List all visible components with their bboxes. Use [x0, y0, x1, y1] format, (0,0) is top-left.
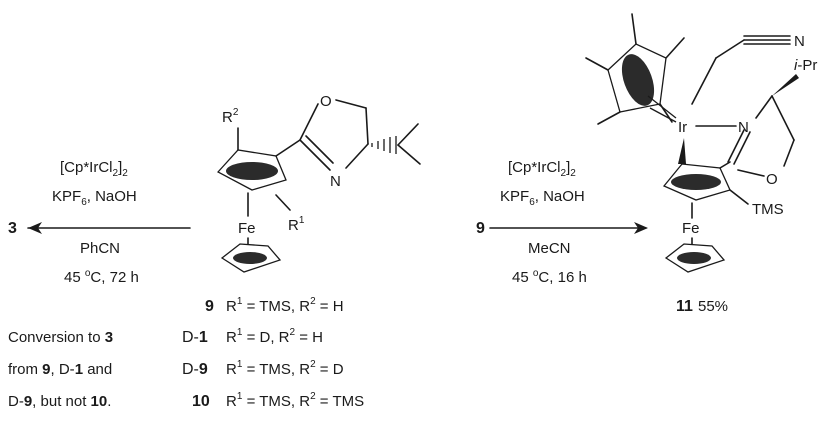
variant-row: 10 R1 = TMS, R2 = TMS	[192, 391, 364, 410]
substrate-variants: 9 R1 = TMS, R2 = H D-1 R1 = D, R2 = H D-…	[182, 296, 364, 410]
product-o-label: O	[766, 171, 778, 188]
ipr-label: i-Pr	[794, 57, 817, 74]
variant-row: D-9 R1 = TMS, R2 = D	[182, 359, 344, 378]
product-yield-label: 55%	[698, 298, 728, 315]
variant-id: D-9	[182, 361, 208, 378]
hashed-wedge	[371, 136, 397, 154]
variant-id: 10	[192, 393, 210, 410]
note-line-1: Conversion to 3	[8, 329, 113, 346]
lower-cp-ring	[220, 243, 282, 273]
catalyst-label: [Cp*IrCl2]2	[508, 159, 576, 179]
variant-row: 9 R1 = TMS, R2 = H	[205, 296, 344, 315]
conversion-note: Conversion to 3 from 9, D-1 and D-9, but…	[8, 329, 113, 410]
product-n-label: N	[738, 119, 749, 136]
left-reaction: 3 [Cp*IrCl2]2 KPF6, NaOH PhCN 45 oC, 72 …	[8, 159, 191, 286]
substrate-structure: R2 R1 O N Fe	[216, 93, 421, 273]
temperature-time-label: 45 oC, 16 h	[512, 268, 587, 286]
product-3-label: 3	[8, 220, 17, 237]
variant-id: 9	[205, 298, 214, 315]
product-lower-cp-shading	[677, 252, 711, 264]
ir-label: Ir	[678, 119, 687, 136]
r1-label: R1	[288, 215, 305, 234]
variant-row: D-1 R1 = D, R2 = H	[182, 327, 323, 346]
variant-r-text: R1 = D, R2 = H	[226, 327, 323, 346]
lower-cp-shading	[233, 252, 267, 264]
variant-r-text: R1 = TMS, R2 = D	[226, 359, 344, 378]
tms-label: TMS	[752, 201, 784, 218]
substrate-fe-label: Fe	[238, 220, 256, 237]
product-structure: N Ir N O i-Pr TMS Fe 11 55%	[585, 13, 817, 315]
ir-c-wedge	[678, 138, 686, 164]
note-line-2: from 9, D-1 and	[8, 361, 112, 378]
ipr-wedge	[772, 74, 799, 96]
product-id-label: 11	[676, 298, 693, 315]
left-arrow-head	[28, 222, 42, 234]
right-arrow-head	[634, 222, 648, 234]
r2-label: R2	[222, 107, 239, 126]
nitrile-n-label: N	[794, 33, 805, 50]
right-reaction: 9 [Cp*IrCl2]2 KPF6, NaOH MeCN 45 oC, 16 …	[476, 159, 648, 286]
upper-cp-shading	[226, 162, 278, 180]
note-line-3: D-9, but not 10.	[8, 393, 111, 410]
cp-star-ring	[607, 43, 667, 113]
solvent-label: PhCN	[80, 240, 120, 257]
oxazoline-o-label: O	[320, 93, 332, 110]
variant-r-text: R1 = TMS, R2 = TMS	[226, 391, 364, 410]
product-fe-label: Fe	[682, 220, 700, 237]
variant-id: D-1	[182, 329, 208, 346]
catalyst-label: [Cp*IrCl2]2	[60, 159, 128, 179]
upper-cp-ring	[216, 149, 287, 191]
temperature-time-label: 45 oC, 72 h	[64, 268, 139, 286]
product-upper-cp-ring	[662, 163, 731, 201]
oxazoline-n-label: N	[330, 173, 341, 190]
additives-label: KPF6, NaOH	[52, 188, 137, 208]
additives-label: KPF6, NaOH	[500, 188, 585, 208]
product-upper-cp-shading	[671, 174, 721, 190]
cp-star-shading	[621, 54, 655, 106]
solvent-label: MeCN	[528, 240, 571, 257]
reactant-9-label: 9	[476, 220, 485, 237]
variant-r-text: R1 = TMS, R2 = H	[226, 296, 344, 315]
product-lower-cp-ring	[664, 243, 726, 273]
